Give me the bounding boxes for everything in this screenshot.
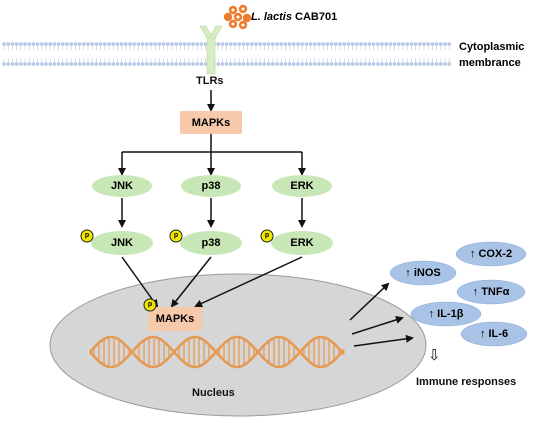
phospho-badge-erk (260, 229, 274, 243)
phospho-badge-label-4: p (147, 301, 153, 308)
il6-label: ↑ IL-6 (461, 328, 527, 340)
p38-oval (181, 175, 241, 197)
mapks-top-label: MAPKs (191, 117, 231, 129)
p-jnk-label: JNK (110, 237, 133, 249)
phospho-badge-jnk (80, 229, 94, 243)
membrane-label-line2: membrance (459, 57, 521, 69)
receptor-y-icon (199, 25, 223, 75)
tnf-oval (456, 279, 526, 305)
il6-text: IL-6 (488, 328, 509, 340)
cox2-label: ↑ COX-2 (456, 248, 526, 260)
il1b-text: IL-1β (437, 308, 464, 320)
mapk-box-top (180, 111, 242, 134)
bacteria-cluster-icon (223, 4, 252, 30)
cox2-text: COX-2 (478, 248, 513, 260)
mapk-box-nuclear (148, 307, 202, 331)
jnk-oval (92, 175, 152, 197)
nucleus-ellipse (49, 273, 427, 417)
converging-arrows (121, 256, 303, 308)
erk-oval (272, 175, 332, 197)
membrane-label: Cytoplasmic membrance (459, 39, 524, 71)
dna-helix-icon (89, 335, 345, 369)
bacterium-strain: CAB701 (295, 11, 338, 23)
p-p38-label: p38 (201, 237, 221, 249)
receptor-label: TLRs (196, 75, 224, 87)
phospho-badge-label-2: p (173, 232, 179, 239)
inos-text: iNOS (413, 267, 441, 279)
tnf-text: TNFα (481, 286, 510, 298)
p-erk-label: ERK (290, 237, 314, 249)
phospho-badge-nuclear (143, 298, 157, 312)
phospho-badge-label-3: p (264, 232, 270, 239)
mapks-nuclear-label: MAPKs (155, 313, 195, 325)
p-jnk-oval (91, 231, 153, 255)
il6-oval (460, 321, 528, 347)
membrane-label-line1: Cytoplasmic (459, 41, 525, 53)
phosphorylation-arrows (118, 198, 306, 228)
phospho-badges (80, 229, 274, 312)
bacterium-name: L. lactis (251, 11, 292, 23)
nucleus-label: Nucleus (192, 387, 235, 399)
phospho-badge-p38 (169, 229, 183, 243)
result-down-arrow: ⇩ (428, 347, 441, 364)
tnf-up-arrow: ↑ (472, 286, 479, 298)
inos-oval (389, 260, 457, 286)
bacterium-title: L. lactis CAB701 (251, 11, 337, 23)
tnf-label: ↑ TNFα (457, 286, 525, 298)
il1b-label: ↑ IL-1β (411, 308, 481, 320)
phospho-badge-label-1: p (84, 232, 90, 239)
il1b-up-arrow: ↑ (428, 308, 435, 320)
p-erk-oval (271, 231, 333, 255)
inos-up-arrow: ↑ (405, 267, 411, 279)
il6-up-arrow: ↑ (479, 328, 486, 340)
branch-connector (118, 134, 306, 176)
il1b-oval (410, 301, 482, 327)
output-arrows (349, 282, 414, 347)
cytoplasmic-membrane (2, 42, 452, 66)
p-p38-oval (180, 231, 242, 255)
cox2-oval (455, 241, 527, 267)
inos-label: ↑ iNOS (390, 267, 456, 279)
jnk-label: JNK (110, 180, 133, 192)
immune-responses-label: Immune responses (416, 376, 517, 388)
p38-label: p38 (201, 180, 221, 192)
erk-label: ERK (290, 180, 314, 192)
cox2-up-arrow: ↑ (469, 248, 476, 260)
